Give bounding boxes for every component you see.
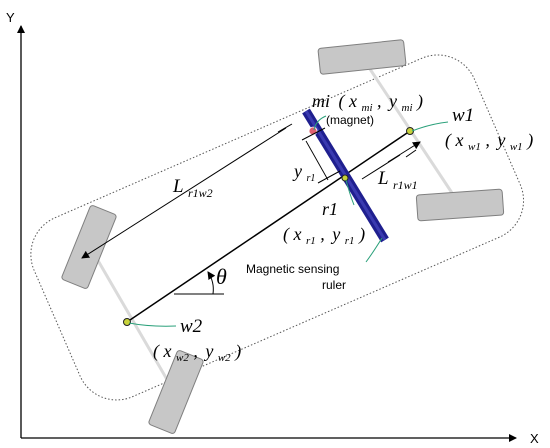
wheel-rear-right <box>148 350 204 434</box>
label-mi-name: mi <box>312 91 330 111</box>
leader-w2 <box>128 322 177 327</box>
label-w2: w2 ( x w2 , y w2 ) <box>153 316 241 365</box>
svg-text:( x w2 ,: ( x w2 , y w2 ) <box>153 341 241 365</box>
vehicle-body <box>30 54 525 401</box>
dimension-y-r1 <box>301 127 341 184</box>
wheel-front-right <box>415 188 505 222</box>
dim-l-r1w1-ext <box>405 149 417 158</box>
dim-l-r1w1-line-back <box>361 154 401 180</box>
dim-l-r1w2-ext-top <box>277 123 293 133</box>
svg-text:mi ( x mi: mi ( x mi , y mi ) <box>312 91 423 115</box>
svg-text:( x r1 ,: ( x r1 , y r1 ) <box>283 224 365 248</box>
vehicle-centerline <box>126 130 411 323</box>
theta-arc <box>207 271 216 295</box>
label-w1: w1 ( x w1 , y w1 ) <box>445 105 533 154</box>
label-theta: θ <box>216 264 227 289</box>
dimension-l-r1w1 <box>361 141 421 180</box>
leader-r1 <box>345 179 355 206</box>
x-axis-label: X <box>530 431 539 446</box>
leader-magnet <box>313 115 327 131</box>
point-w2-marker <box>123 318 131 326</box>
label-magnet: (magnet) <box>326 113 374 127</box>
svg-text:L r1w1: L r1w1 <box>377 168 418 192</box>
dim-y-r1-tick-bottom <box>317 170 341 184</box>
wheel-front-left <box>317 39 407 75</box>
label-y-r1: y r1 <box>292 161 315 184</box>
label-r1-name: r1 <box>322 199 338 219</box>
rear-axle <box>87 244 178 396</box>
coordinate-axes: Y X <box>6 10 539 446</box>
label-l-r1w2: L r1w2 <box>172 176 213 200</box>
svg-text:y r1: y r1 <box>292 161 315 184</box>
vehicle-body-outline <box>30 54 525 401</box>
dim-l-r1w2-line <box>81 127 287 259</box>
wheel-rear-left <box>61 205 117 289</box>
point-w1-marker <box>406 127 414 135</box>
svg-text:L r1w2: L r1w2 <box>172 176 213 200</box>
label-mi: mi ( x mi , y mi ) <box>312 91 423 115</box>
label-w1-name: w1 <box>452 105 474 126</box>
dim-y-r1-line <box>305 140 329 181</box>
label-l-r1w1: L r1w1 <box>377 168 418 192</box>
leader-ruler <box>365 237 383 263</box>
label-w2-name: w2 <box>180 316 203 337</box>
dimension-l-r1w2 <box>81 123 293 259</box>
label-ruler-line1: Magnetic sensing <box>246 262 339 276</box>
point-r1-marker <box>341 174 349 182</box>
label-r1: r1 ( x r1 , y r1 ) <box>283 199 365 248</box>
label-ruler-line2: ruler <box>322 278 346 292</box>
svg-text:( x w1 ,: ( x w1 , y w1 ) <box>445 130 533 154</box>
wheels <box>61 39 505 434</box>
leader-w1 <box>411 121 449 132</box>
y-axis-label: Y <box>6 10 15 25</box>
dim-y-r1-tick-top <box>301 127 326 141</box>
